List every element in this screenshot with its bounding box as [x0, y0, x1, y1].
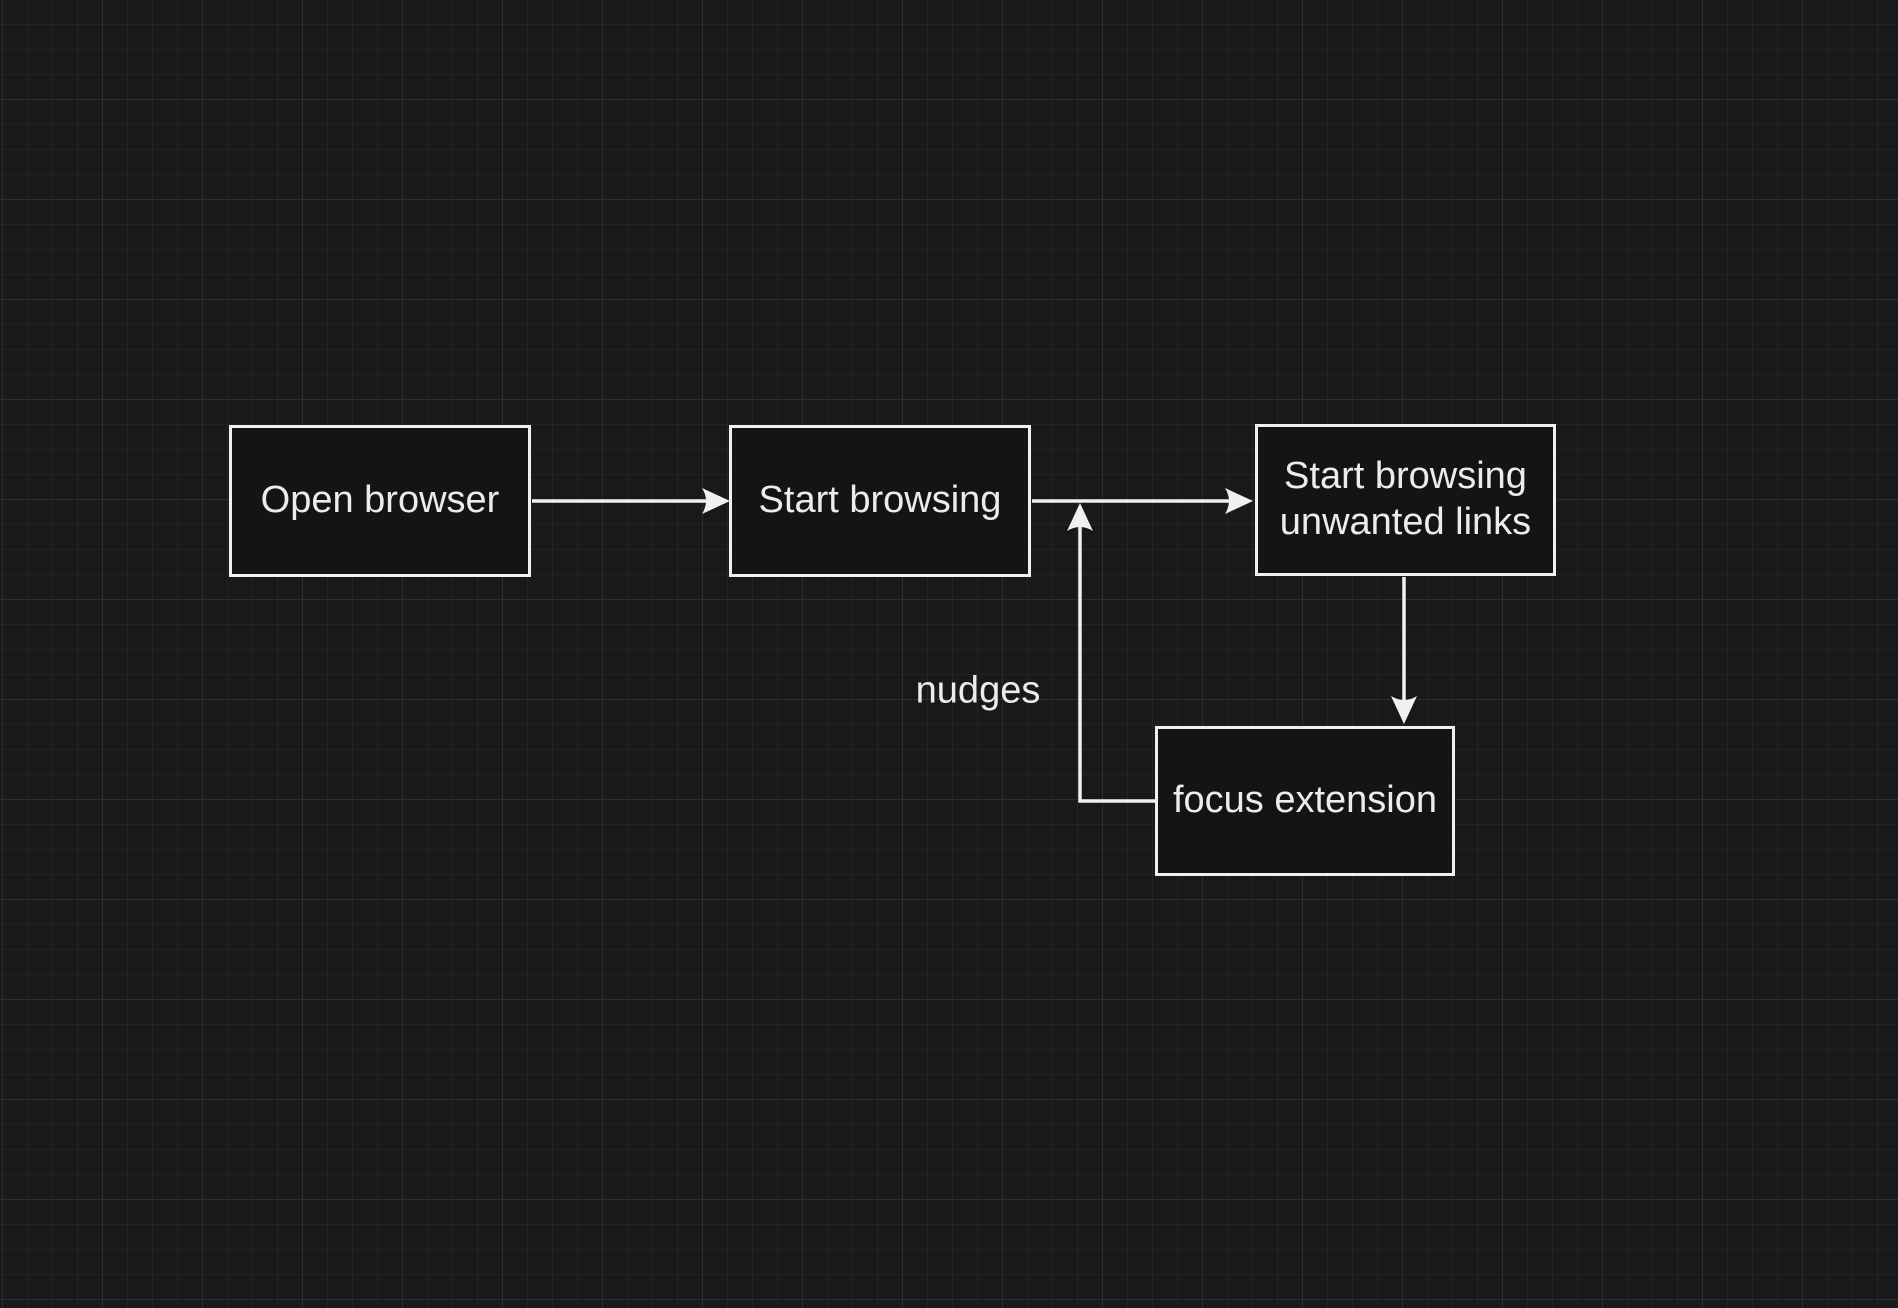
node-start-browsing-unwanted-links[interactable]: Start browsing unwanted links — [1255, 424, 1556, 576]
node-focus-extension[interactable]: focus extension — [1155, 726, 1455, 876]
node-start-browsing-label: Start browsing — [758, 479, 1002, 522]
edge-start-to-unwanted-arrowhead[interactable] — [1225, 488, 1253, 514]
node-start-browsing[interactable]: Start browsing — [729, 425, 1031, 577]
edge-open-to-start-arrowhead[interactable] — [702, 488, 730, 514]
node-start-browsing-unwanted-links-label: Start browsing unwanted links — [1279, 455, 1532, 543]
edge-unwanted-to-focus-arrowhead[interactable] — [1391, 696, 1417, 724]
edge-label-nudges[interactable]: nudges — [915, 669, 1041, 712]
node-focus-extension-label: focus extension — [1172, 779, 1438, 822]
node-open-browser[interactable]: Open browser — [229, 425, 531, 577]
node-open-browser-label: Open browser — [260, 479, 500, 522]
edge-focus-nudges-back-arrowhead[interactable] — [1067, 503, 1093, 531]
edge-focus-nudges-back[interactable] — [1078, 527, 1155, 803]
